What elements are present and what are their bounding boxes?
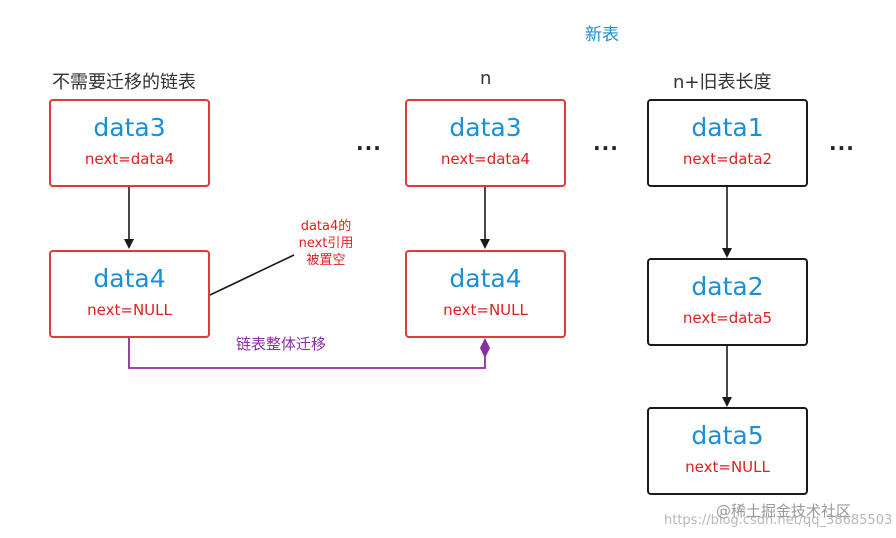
- node-title: data3: [93, 113, 166, 142]
- node-next-pointer: next=data2: [682, 150, 773, 168]
- annotation-text: data4的 next引用 被置空: [298, 219, 354, 268]
- ellipsis-3: ...: [829, 131, 855, 155]
- node-next-pointer: next=NULL: [685, 458, 770, 476]
- migration-path: [128, 338, 486, 369]
- node-right-data1: data1 next=data2: [647, 99, 808, 187]
- annotation-pointer: [209, 254, 295, 296]
- node-next-pointer: next=NULL: [443, 301, 528, 319]
- node-mid-data3: data3 next=data4: [405, 99, 566, 187]
- node-title: data5: [691, 421, 764, 450]
- node-right-data2: data2 next=data5: [647, 258, 808, 346]
- node-title: data1: [691, 113, 764, 142]
- node-mid-data4: data4 next=NULL: [405, 250, 566, 338]
- node-title: data4: [449, 264, 522, 293]
- node-title: data3: [449, 113, 522, 142]
- migration-diamond: [480, 338, 490, 358]
- node-next-pointer: next=data4: [440, 150, 531, 168]
- node-left-data3: data3 next=data4: [49, 99, 210, 187]
- node-next-pointer: next=NULL: [87, 301, 172, 319]
- watermark-brand: @稀土掘金技术社区: [716, 502, 852, 520]
- watermark-url: https://blog.csdn.net/qq_38685503: [664, 513, 893, 528]
- ellipsis-1: ...: [356, 131, 382, 155]
- node-next-pointer: next=data5: [682, 309, 773, 327]
- node-next-pointer: next=data4: [84, 150, 175, 168]
- node-title: data4: [93, 264, 166, 293]
- new-table-title: 新表: [585, 25, 619, 45]
- node-title: data2: [691, 272, 764, 301]
- mid-column-label: n: [480, 68, 492, 89]
- left-column-label: 不需要迁移的链表: [52, 72, 196, 93]
- ellipsis-2: ...: [593, 131, 619, 155]
- node-left-data4: data4 next=NULL: [49, 250, 210, 338]
- node-right-data5: data5 next=NULL: [647, 407, 808, 495]
- migration-label: 链表整体迁移: [236, 335, 327, 353]
- right-column-label: n+旧表长度: [673, 72, 772, 93]
